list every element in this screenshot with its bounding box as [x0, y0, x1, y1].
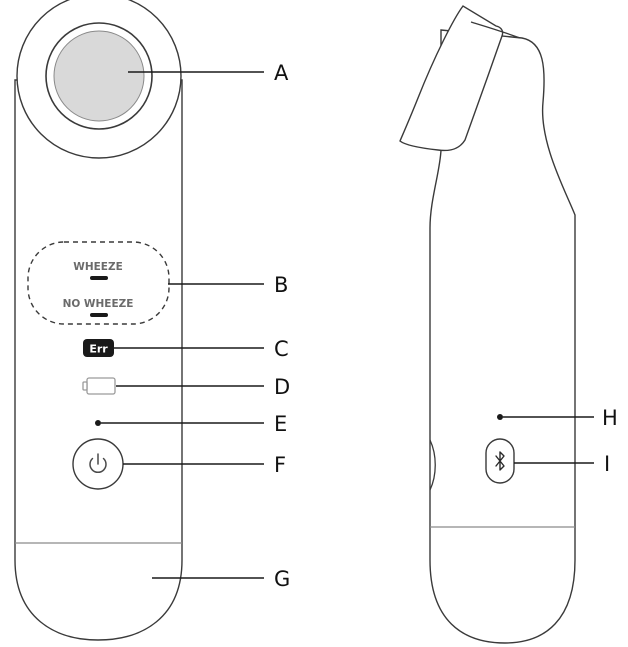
- leader-lines: [101, 71, 594, 579]
- no-wheeze-label: NO WHEEZE: [63, 298, 134, 310]
- error-label: Err: [89, 343, 108, 356]
- callout-c: C: [274, 337, 289, 361]
- callout-f: F: [274, 453, 286, 477]
- callout-b: B: [274, 273, 288, 297]
- side-status-dot: [497, 414, 503, 420]
- error-indicator: [83, 339, 114, 357]
- side-body[interactable]: [429, 29, 576, 644]
- side-button-bump: [429, 439, 436, 491]
- power-button[interactable]: [72, 438, 124, 490]
- bluetooth-button[interactable]: [485, 438, 515, 484]
- wheeze-label: WHEEZE: [73, 261, 123, 273]
- front-body: [14, 79, 183, 641]
- wheeze-indicator-box: [27, 241, 170, 325]
- sensor-window: [53, 30, 145, 122]
- wheeze-led: [90, 276, 108, 280]
- battery-icon: [82, 377, 116, 395]
- callout-g: G: [274, 567, 290, 591]
- no-wheeze-led: [90, 313, 108, 317]
- callout-i: I: [604, 452, 610, 476]
- callout-a: A: [274, 61, 289, 85]
- power-icon: [89, 453, 107, 473]
- front-status-dot: [95, 420, 101, 426]
- bluetooth-icon: [495, 451, 505, 471]
- callout-e: E: [274, 412, 287, 436]
- front-view: WHEEZE NO WHEEZE Err: [14, 0, 183, 641]
- callout-labels: A B C D E F G H I: [274, 61, 618, 591]
- side-view: [399, 5, 576, 644]
- side-head-plate: [399, 5, 504, 152]
- callout-d: D: [274, 375, 290, 399]
- side-head-lip: [470, 21, 521, 39]
- callout-h: H: [602, 406, 618, 430]
